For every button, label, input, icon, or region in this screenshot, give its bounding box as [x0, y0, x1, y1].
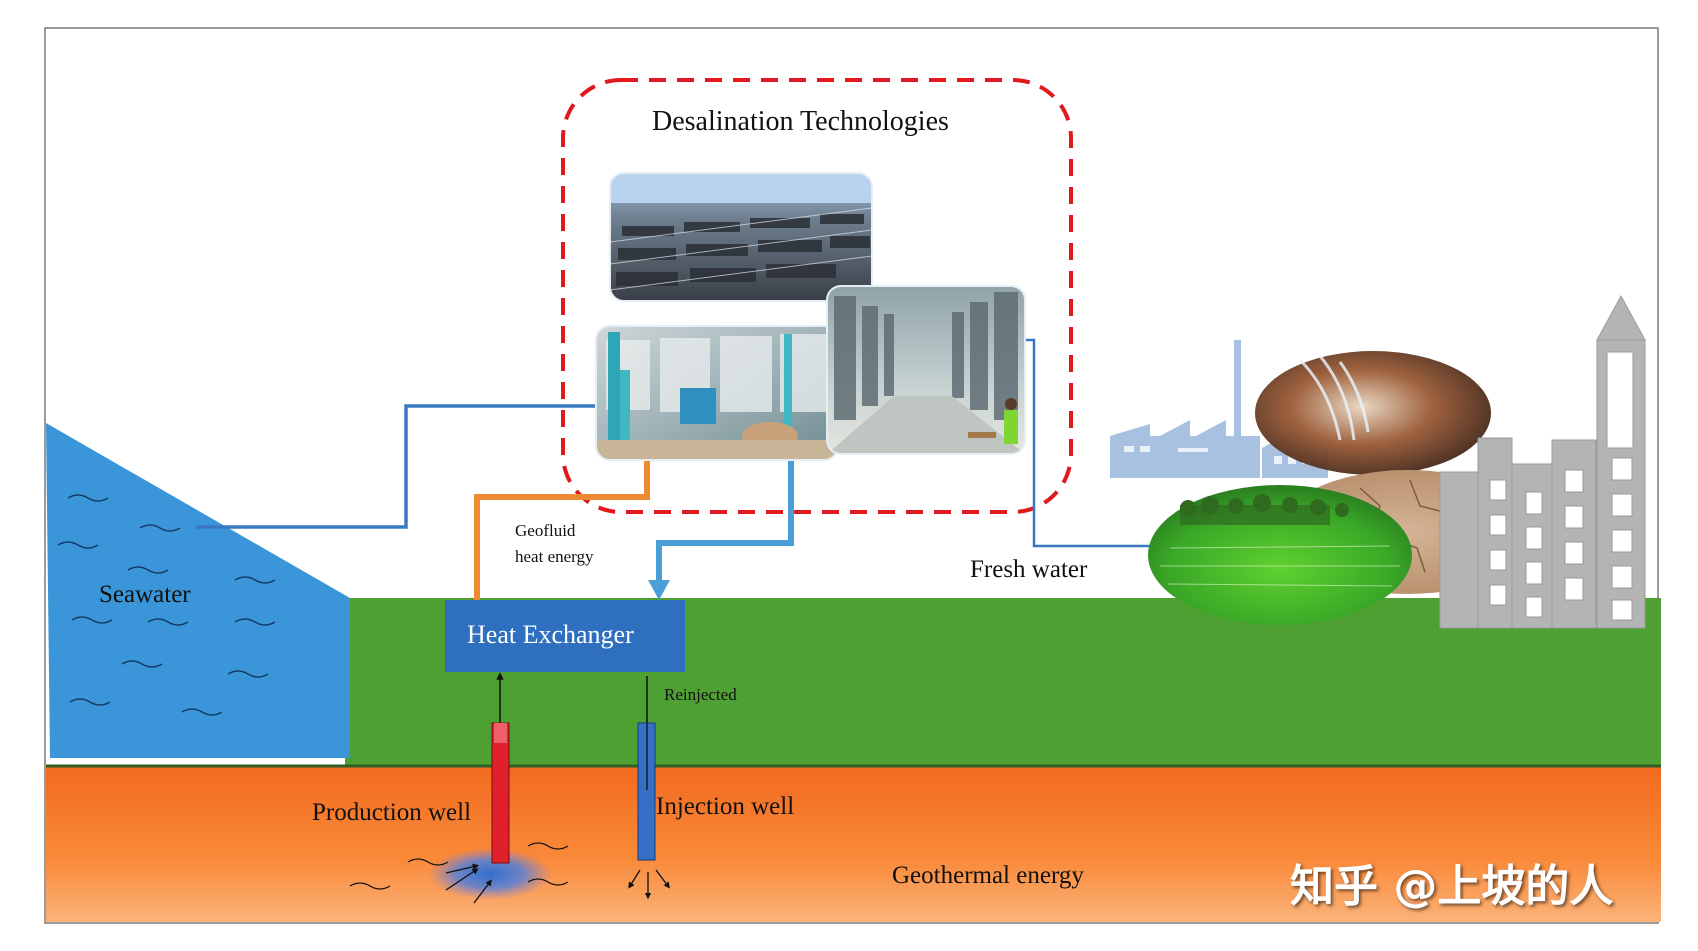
inflow-arrows	[349, 842, 569, 904]
photo-frame-aerial	[609, 172, 873, 302]
photo-frame-hall	[826, 285, 1026, 455]
geothermal-energy-label: Geothermal energy	[892, 862, 1084, 889]
outflow-arrows	[628, 869, 670, 900]
reinjected-label: Reinjected	[664, 685, 737, 704]
injection-well-label: Injection well	[656, 793, 795, 820]
production-well-cap	[494, 723, 507, 743]
watermark: 知乎 @上坡的人	[1290, 861, 1614, 912]
fresh-water-pipe	[1022, 338, 1158, 548]
desalination-boundary	[561, 78, 1073, 514]
sea-body	[46, 423, 350, 758]
return-pipe	[656, 455, 794, 588]
water-stream-lines	[1298, 355, 1370, 441]
production-well	[491, 722, 510, 864]
heat-exchanger-box	[445, 600, 685, 672]
water-hands-photo	[1255, 351, 1491, 475]
reservoir-glow	[428, 848, 552, 900]
geofluid-label-line1: Geofluid	[515, 521, 576, 540]
field-rows	[1160, 545, 1400, 587]
return-pipe-arrowhead	[648, 580, 670, 600]
geofluid-label-line2: heat energy	[515, 547, 594, 566]
desalination-plant-photo-aerial	[610, 173, 872, 301]
sea-waves	[57, 494, 276, 716]
desalination-plant-photo-interior	[596, 326, 838, 460]
desalination-plant-photo-hall	[827, 286, 1025, 454]
building-windows	[1489, 351, 1634, 621]
heat-exchanger-label: Heat Exchanger	[467, 620, 634, 649]
desalination-label: Desalination Technologies	[652, 106, 949, 137]
palm-trees	[1180, 494, 1349, 525]
geothermal-layer	[46, 766, 1661, 922]
geofluid-pipe	[474, 455, 650, 600]
seawater-intake-pipe	[196, 404, 604, 529]
fresh-water-label: Fresh water	[970, 556, 1088, 583]
seawater-label: Seawater	[99, 581, 191, 608]
production-well-label: Production well	[312, 799, 472, 826]
